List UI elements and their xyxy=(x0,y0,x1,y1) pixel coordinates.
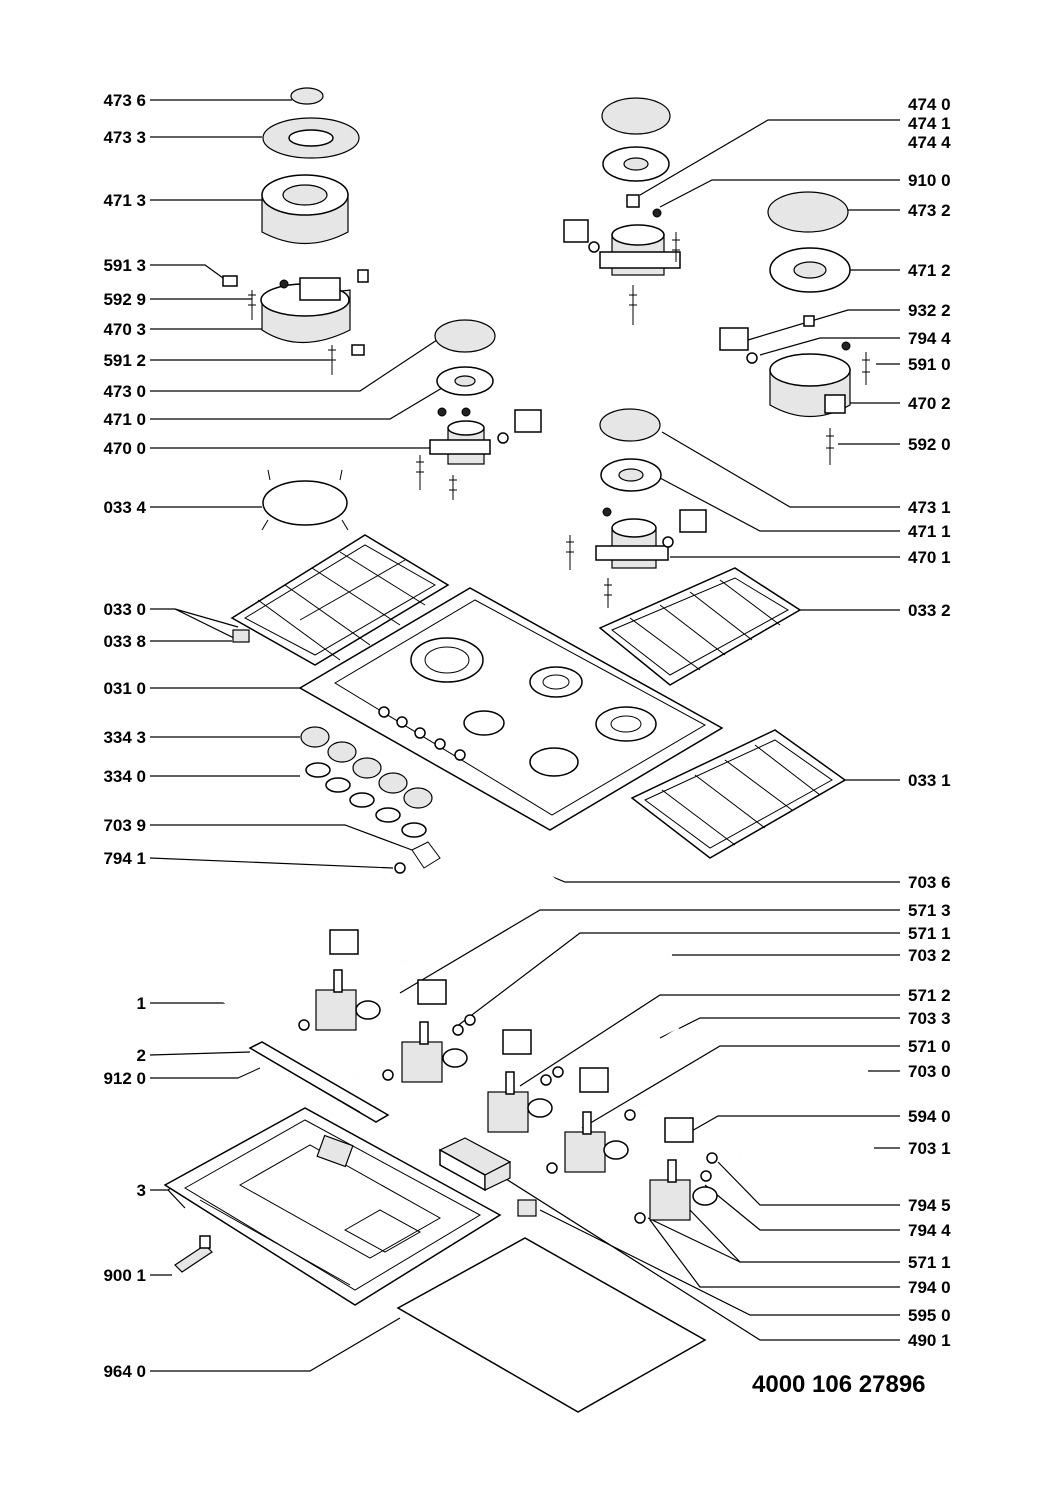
part-label: 794 5 xyxy=(908,1196,951,1215)
part-label: 473 1 xyxy=(908,498,951,517)
pan-support-left xyxy=(230,534,450,666)
parts-drawing xyxy=(163,87,873,1413)
part-label: 470 3 xyxy=(103,320,146,339)
part-label: 3 xyxy=(137,1181,146,1200)
part-label: 033 2 xyxy=(908,601,951,620)
part-label: 794 0 xyxy=(908,1278,951,1297)
part-label: 474 1 xyxy=(908,114,951,133)
part-label: 591 3 xyxy=(103,256,146,275)
rapid-burner-cap xyxy=(767,191,849,233)
part-label: 033 8 xyxy=(103,632,146,651)
part-label: 932 2 xyxy=(908,301,951,320)
part-label: 900 1 xyxy=(103,1266,146,1285)
part-label: 703 3 xyxy=(908,1009,951,1028)
part-label: 473 0 xyxy=(103,382,146,401)
part-label: 334 3 xyxy=(103,728,146,747)
part-label: 703 6 xyxy=(908,873,951,892)
part-label: 794 4 xyxy=(908,329,951,348)
part-label: 1 xyxy=(137,994,146,1013)
part-label: 2 xyxy=(137,1046,146,1065)
pan-support-right-bottom xyxy=(630,729,847,859)
semi-burner-cap xyxy=(599,408,661,442)
part-label: 703 2 xyxy=(908,946,951,965)
base-tray xyxy=(163,1107,502,1306)
part-label: 470 2 xyxy=(908,394,951,413)
semi-burner-base xyxy=(595,518,669,569)
part-label: 031 0 xyxy=(103,679,146,698)
cable-clip xyxy=(174,1235,213,1273)
gas-pipes xyxy=(220,841,873,1162)
part-label: 473 2 xyxy=(908,201,951,220)
small-burner-base xyxy=(429,420,491,465)
part-label: 703 9 xyxy=(103,816,146,835)
part-label: 471 3 xyxy=(103,191,146,210)
part-label: 334 0 xyxy=(103,767,146,786)
hob-top-plate xyxy=(298,587,724,831)
part-label: 703 0 xyxy=(908,1062,951,1081)
part-label: 571 0 xyxy=(908,1037,951,1056)
part-label: 910 0 xyxy=(908,171,951,190)
pan-support-right-top xyxy=(598,567,802,686)
part-label: 033 4 xyxy=(103,498,146,517)
part-labels: 473 6 473 3 471 3 591 3 592 9 470 3 591 … xyxy=(103,91,951,1398)
part-label: 595 0 xyxy=(908,1306,951,1325)
part-label: 474 0 xyxy=(908,95,951,114)
part-label: 964 0 xyxy=(103,1362,146,1381)
part-label: 592 9 xyxy=(103,290,146,309)
part-label: 473 3 xyxy=(103,128,146,147)
connector xyxy=(517,1199,537,1217)
part-label: 592 0 xyxy=(908,435,951,454)
part-label: 470 0 xyxy=(103,439,146,458)
small-cap xyxy=(290,87,324,105)
part-label: 471 0 xyxy=(103,410,146,429)
part-label: 591 2 xyxy=(103,351,146,370)
part-label: 473 6 xyxy=(103,91,146,110)
support-foot xyxy=(232,629,250,643)
document-number: 4000 106 27896 xyxy=(752,1371,926,1398)
part-label: 471 1 xyxy=(908,522,951,541)
aux-burner-base xyxy=(599,224,681,276)
small-burner-cap xyxy=(434,319,496,353)
part-label: 571 2 xyxy=(908,986,951,1005)
part-label: 594 0 xyxy=(908,1107,951,1126)
screw xyxy=(237,1067,261,1079)
wok-burner-base xyxy=(260,277,351,344)
mounting-bracket xyxy=(248,1041,390,1123)
part-label: 571 1 xyxy=(908,924,951,943)
wok-support-ring xyxy=(261,469,349,531)
part-label: 703 1 xyxy=(908,1139,951,1158)
gas-valves xyxy=(298,929,718,1224)
part-label: 474 4 xyxy=(908,133,951,152)
rapid-burner-base xyxy=(769,353,851,418)
part-label: 794 4 xyxy=(908,1221,951,1240)
part-label: 794 1 xyxy=(103,849,146,868)
part-label: 591 0 xyxy=(908,355,951,374)
insulation-sheet xyxy=(396,1237,707,1413)
part-label: 471 2 xyxy=(908,261,951,280)
control-knobs xyxy=(300,726,433,838)
part-label: 571 3 xyxy=(908,901,951,920)
part-label: 033 1 xyxy=(908,771,951,790)
part-label: 912 0 xyxy=(103,1069,146,1088)
part-label: 033 0 xyxy=(103,600,146,619)
part-label: 470 1 xyxy=(908,548,951,567)
part-label: 571 1 xyxy=(908,1253,951,1272)
aux-burner-cap xyxy=(601,97,671,135)
ignition-unit xyxy=(438,1137,512,1192)
wok-burner-crown xyxy=(261,174,349,245)
part-label: 490 1 xyxy=(908,1331,951,1350)
